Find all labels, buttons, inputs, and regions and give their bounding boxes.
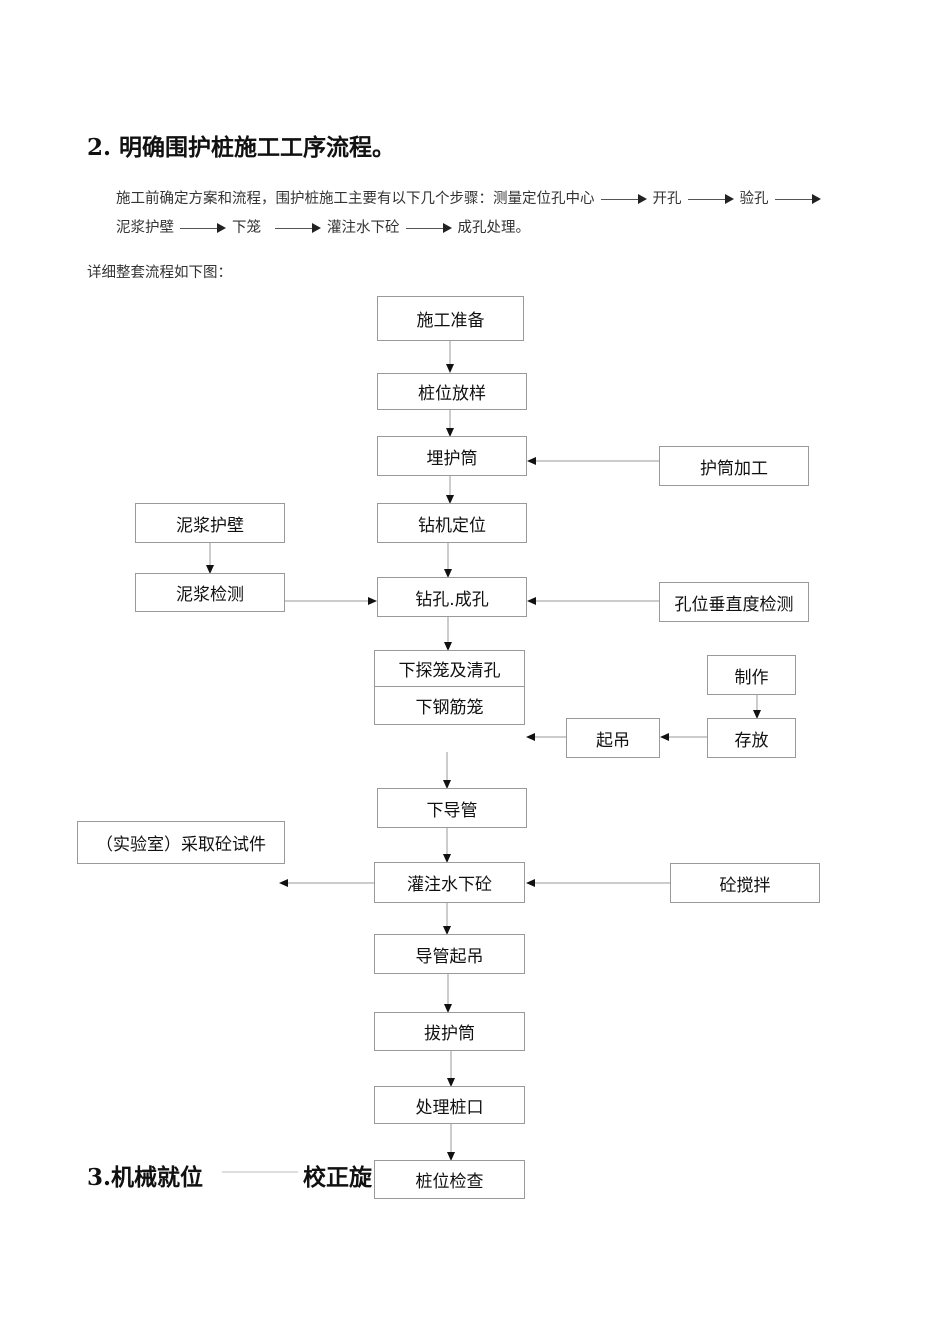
step-lower-rebar-cage: 下钢筋笼 [374, 686, 525, 725]
side-mud-wall: 泥浆护壁 [135, 503, 285, 543]
step-treat-pile-head: 处理桩口 [374, 1086, 525, 1124]
step-drilling: 钻孔.成孔 [377, 577, 527, 617]
intro-step-locate: 施工前确定方案和流程，围护桩施工主要有以下几个步骤：测量定位孔中心 [116, 191, 595, 207]
side-lab-sampling: （实验室）采取砼试件 [77, 821, 285, 864]
intro-step-finish: 成孔处理。 [457, 220, 531, 236]
intro-step-check-hole: 验孔 [739, 191, 769, 207]
step-pull-casing: 拔护筒 [374, 1012, 525, 1051]
arrow-right-icon [180, 223, 226, 233]
side-lift: 起吊 [566, 718, 660, 758]
intro-step-mud-wall: 泥浆护壁 [116, 220, 174, 236]
step-bury-casing: 埋护筒 [377, 436, 527, 476]
section-3-title-part2: 校正旋 [303, 1164, 372, 1191]
arrow-right-icon [600, 194, 647, 204]
step-probe-and-clean: 下探笼及清孔 [374, 650, 525, 687]
step-pile-layout: 桩位放样 [377, 373, 527, 410]
intro-line-1: 施工前确定方案和流程，围护桩施工主要有以下几个步骤：测量定位孔中心 开孔 验孔 [116, 187, 827, 208]
section-2-title: 2. 明确围护桩施工工序流程。 [87, 134, 396, 161]
side-store: 存放 [707, 718, 796, 758]
step-pour-concrete: 灌注水下砼 [374, 862, 525, 903]
step-lower-tremie: 下导管 [377, 788, 527, 828]
intro-step-cage: 下笼 [232, 220, 261, 236]
side-make: 制作 [707, 655, 796, 695]
side-concrete-mixing: 砼搅拌 [670, 863, 820, 903]
intro-step-pour: 灌注水下砼 [327, 220, 400, 236]
step-pile-check: 桩位检查 [374, 1160, 525, 1199]
arrow-right-icon [275, 223, 321, 233]
section-3-title-part1: 3.机械就位 [87, 1164, 204, 1191]
side-casing-fabrication: 护筒加工 [659, 446, 809, 486]
step-lift-tremie: 导管起吊 [374, 934, 525, 974]
side-hole-verticality: 孔位垂直度检测 [659, 582, 809, 622]
side-mud-test: 泥浆检测 [135, 573, 285, 612]
step-rig-position: 钻机定位 [377, 503, 527, 543]
arrow-right-icon [405, 223, 452, 233]
detail-caption: 详细整套流程如下图： [87, 265, 232, 281]
intro-line-2: 泥浆护壁 下笼 灌注水下砼 成孔处理。 [116, 216, 530, 237]
arrow-right-icon [687, 194, 734, 204]
intro-step-open-hole: 开孔 [652, 191, 682, 207]
step-construction-prep: 施工准备 [377, 296, 524, 341]
arrow-right-icon [774, 194, 821, 204]
